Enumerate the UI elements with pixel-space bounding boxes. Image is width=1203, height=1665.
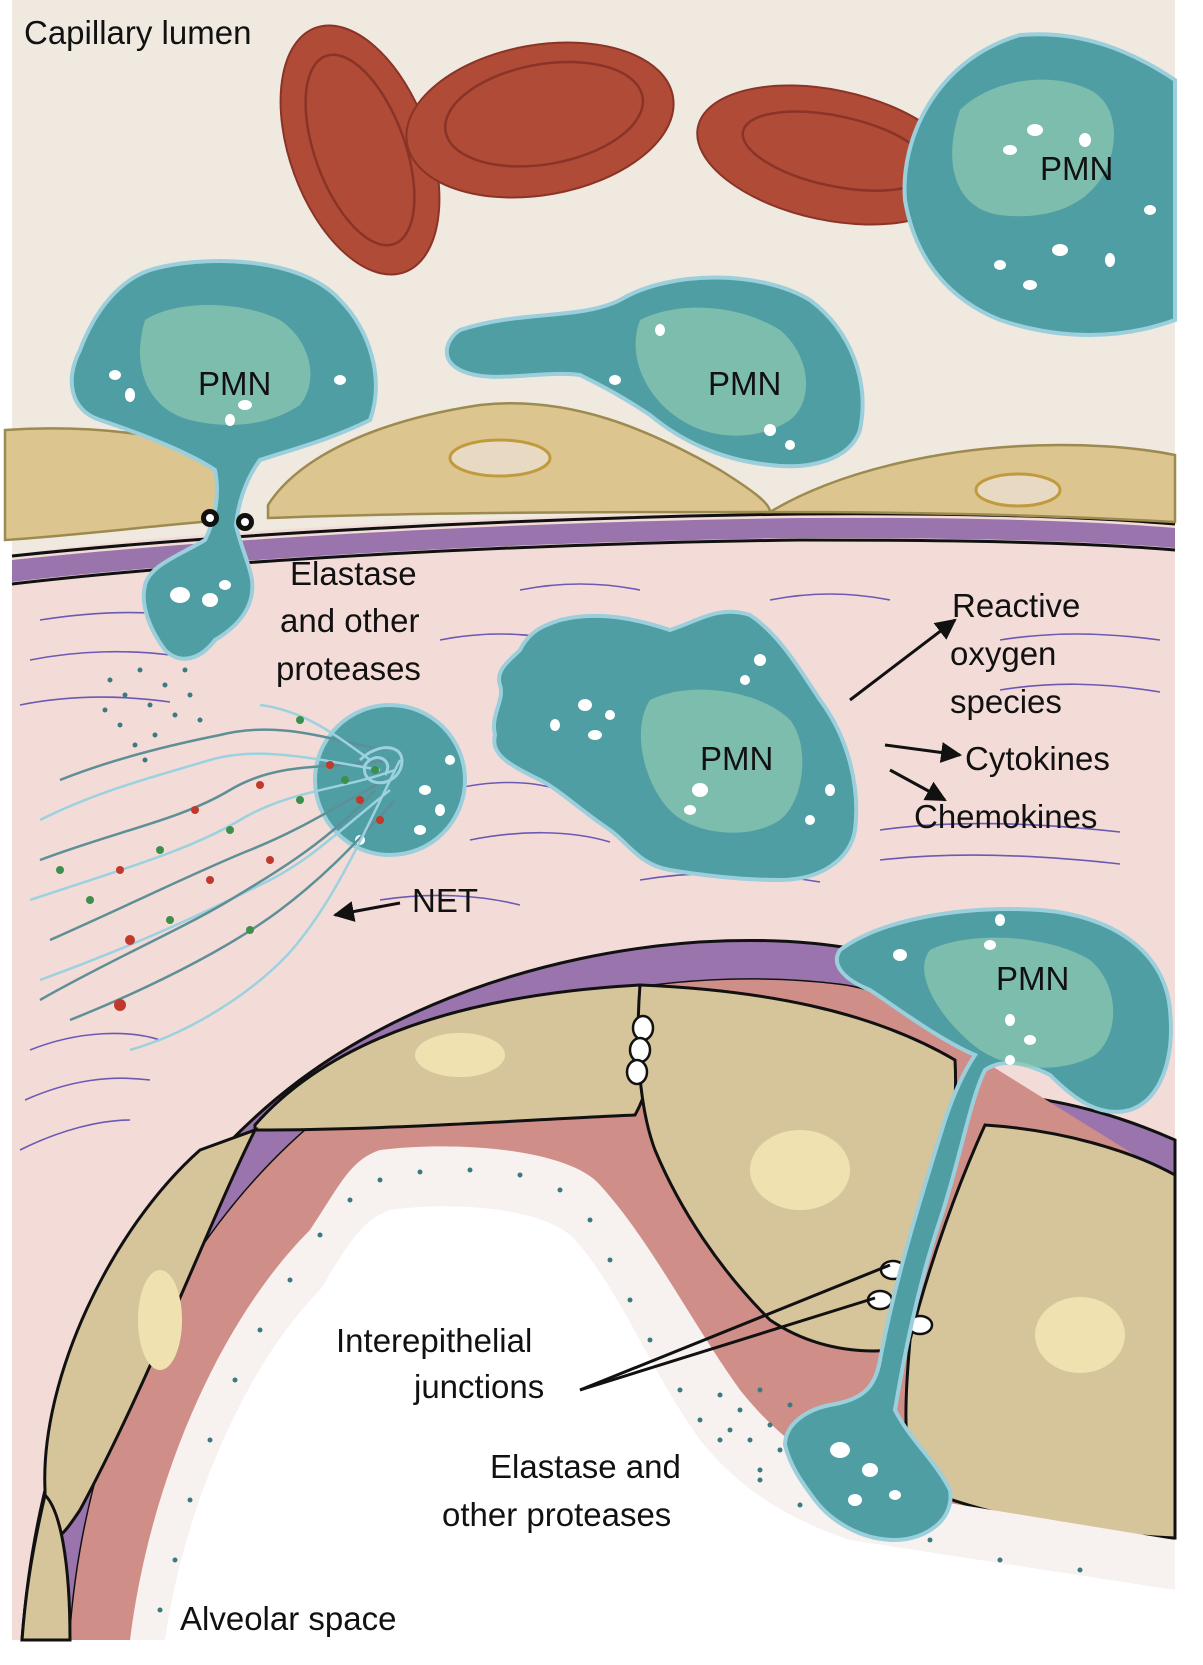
label-elastase-top-line2: and other	[280, 602, 419, 639]
label-ros-line2: oxygen	[950, 635, 1056, 672]
endothelial-nucleus	[974, 472, 1062, 508]
label-elastase-bottom-line1: Elastase and	[490, 1448, 681, 1485]
epithelial-nucleus	[750, 1130, 850, 1210]
label-chemokines: Chemokines	[914, 798, 1097, 835]
label-pmn-crawling: PMN	[708, 365, 781, 402]
arrow-net	[332, 901, 401, 922]
label-ros-line3: species	[950, 683, 1062, 720]
label-junctions-line2: junctions	[413, 1368, 544, 1405]
neutrophil-transmigrating-bottom	[782, 907, 1173, 1543]
pointer-junction-1	[579, 1263, 891, 1392]
red-blood-cell	[405, 41, 675, 199]
label-pmn-top-left: PMN	[198, 365, 271, 402]
neutrophil-top-right	[902, 32, 1177, 337]
label-elastase-top-line1: Elastase	[290, 555, 417, 592]
endothelial-cell-right	[765, 443, 1177, 524]
neutrophil-extracellular-trap	[29, 703, 404, 1052]
endothelial-nucleus	[448, 438, 552, 478]
label-cytokines: Cytokines	[965, 740, 1110, 777]
label-pmn-bottom-right: PMN	[996, 960, 1069, 997]
label-alveolar-space: Alveolar space	[180, 1600, 396, 1637]
epithelial-nucleus	[138, 1270, 182, 1370]
label-junctions-line1: Interepithelial	[336, 1322, 532, 1359]
label-elastase-top-line3: proteases	[276, 650, 421, 687]
neutrophil-transmigrating-top	[69, 259, 378, 661]
alveolar-space	[165, 1206, 1175, 1640]
label-net: NET	[412, 882, 478, 919]
net-granules	[56, 716, 384, 1011]
label-ros-line1: Reactive	[952, 587, 1080, 624]
epithelial-nucleus	[1035, 1297, 1125, 1373]
label-pmn-top-right: PMN	[1040, 150, 1113, 187]
label-capillary-lumen: Capillary lumen	[24, 14, 251, 51]
epithelial-nucleus	[415, 1033, 505, 1077]
pointer-junction-2	[579, 1296, 876, 1392]
label-elastase-bottom-line2: other proteases	[442, 1496, 671, 1533]
capillary-basement-membrane	[12, 517, 1175, 582]
protease-particles-top	[102, 667, 203, 763]
arrow-chemokines	[889, 768, 947, 802]
neutrophil-crawling	[444, 275, 865, 469]
label-pmn-activated: PMN	[700, 740, 773, 777]
neutrophil-activated	[491, 609, 859, 883]
arrow-reactive-oxygen	[849, 618, 957, 702]
arrow-cytokines	[884, 742, 963, 763]
epithelial-cell-6	[20, 1492, 72, 1642]
